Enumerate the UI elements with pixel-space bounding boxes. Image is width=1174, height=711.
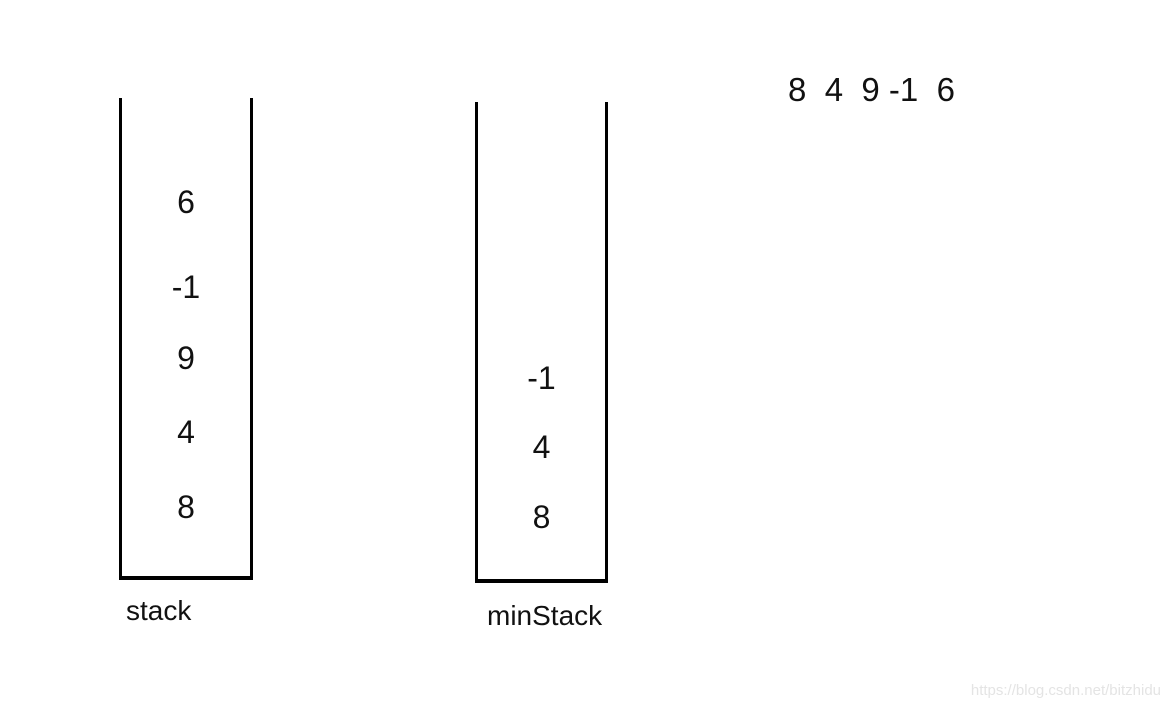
minstack-container: -1 4 8 xyxy=(475,102,608,583)
stack-value: 4 xyxy=(177,414,195,450)
minstack-value: 8 xyxy=(532,499,551,535)
minstack-value: -1 xyxy=(527,360,556,396)
minstack-value: 4 xyxy=(532,429,551,465)
stack-value: 6 xyxy=(177,184,195,220)
stack-value: 9 xyxy=(177,340,195,376)
stack-value: 8 xyxy=(177,489,195,525)
stack-label: stack xyxy=(126,595,192,626)
watermark: https://blog.csdn.net/bitzhidu xyxy=(970,682,1161,699)
push-sequence-text: 8 4 9 -1 6 xyxy=(788,71,955,108)
stack-value: -1 xyxy=(171,269,201,305)
minstack-label: minStack xyxy=(487,600,603,631)
stack-container: 6 -1 9 4 8 xyxy=(119,98,253,580)
